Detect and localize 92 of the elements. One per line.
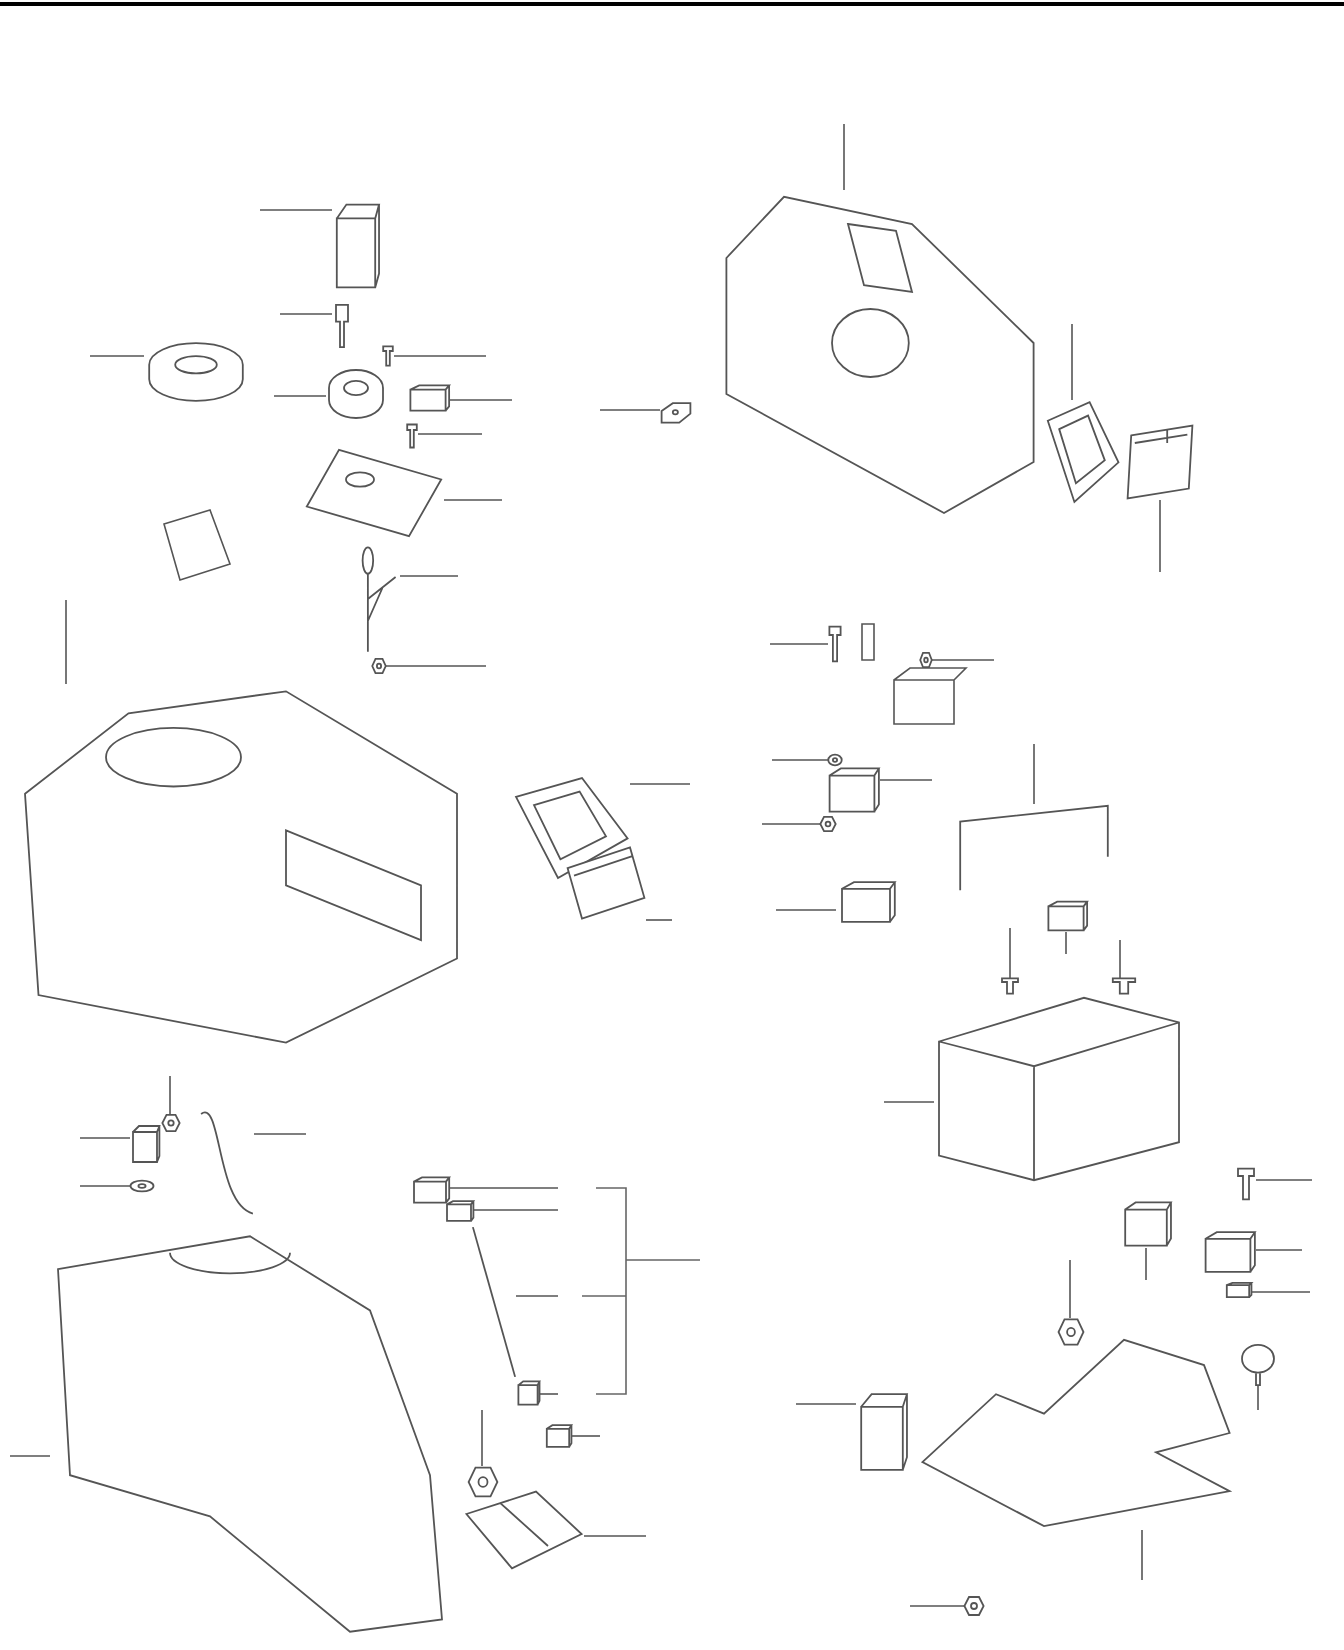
- relay-drawing: [1120, 1200, 1172, 1248]
- leader-line: [273, 395, 327, 397]
- bracket-drawing: [836, 880, 896, 924]
- leader-line: [385, 665, 487, 667]
- leader-line: [1145, 1247, 1147, 1281]
- lever-drawing: [356, 544, 400, 654]
- leader-line: [79, 1185, 131, 1187]
- leader-line: [1069, 1259, 1071, 1319]
- switch-drawing: [824, 766, 880, 814]
- leader-line: [1071, 323, 1073, 401]
- battery-drawing: [934, 994, 1184, 1184]
- leader-line: [9, 1455, 51, 1457]
- knob-drawing: [1238, 1344, 1278, 1386]
- nut-drawing: [820, 816, 836, 832]
- leader-line: [1141, 1529, 1143, 1581]
- screw-drawing: [1236, 1168, 1256, 1200]
- leader-line: [449, 399, 513, 401]
- leader-line: [775, 909, 837, 911]
- fuel-cap-drawing: [144, 336, 248, 408]
- clamp-drawing: [444, 1200, 474, 1222]
- leader-line: [761, 823, 821, 825]
- leader-line: [1119, 939, 1121, 979]
- washer-drawing: [828, 754, 842, 766]
- solenoid-drawing: [856, 1390, 908, 1474]
- tray-drawing: [916, 1336, 1236, 1530]
- leader-line: [539, 1393, 559, 1395]
- leader-line: [645, 919, 673, 921]
- leader-line: [879, 779, 933, 781]
- leader-line: [1255, 1249, 1303, 1251]
- leader-line: [279, 313, 333, 315]
- leader-line: [89, 355, 145, 357]
- pin-drawing: [382, 346, 394, 366]
- leader-line: [1251, 1291, 1311, 1293]
- clamp-drawing: [516, 1380, 540, 1406]
- bolt-drawing: [1110, 978, 1138, 994]
- fuse-holder-drawing: [1200, 1230, 1256, 1274]
- leader-line: [259, 209, 333, 211]
- leader-line: [1257, 1385, 1259, 1411]
- nut-drawing: [372, 658, 386, 674]
- leader-line: [399, 575, 459, 577]
- switch-drawing: [332, 200, 380, 292]
- leader-line: [583, 1535, 647, 1537]
- leader-line: [599, 409, 661, 411]
- leader-line: [1009, 927, 1011, 979]
- lid-drawing: [1124, 424, 1196, 500]
- leader-line: [771, 759, 829, 761]
- elbow-drawing: [544, 1424, 572, 1448]
- leader-line: [769, 643, 829, 645]
- leader-line: [393, 355, 487, 357]
- leader-line: [629, 783, 691, 785]
- leader-line: [253, 1133, 307, 1135]
- screw-drawing: [828, 626, 842, 662]
- leader-line: [883, 1101, 935, 1103]
- key-drawing: [332, 304, 352, 348]
- leader-line: [843, 123, 845, 191]
- heat-shield-drawing: [464, 1490, 584, 1570]
- leader-line: [571, 1435, 601, 1437]
- nut-drawing: [162, 1114, 180, 1132]
- mounting-plate-drawing: [304, 448, 444, 538]
- leader-line: [169, 1075, 171, 1115]
- hose-drawing: [472, 1224, 516, 1380]
- valve-drawing: [130, 1124, 160, 1164]
- grommet-drawing: [1058, 1318, 1084, 1346]
- washer-drawing: [130, 1180, 154, 1192]
- ignition-switch-drawing: [326, 364, 386, 424]
- leader-line: [1255, 1179, 1313, 1181]
- leader-line: [443, 499, 503, 501]
- rocker-switch-drawing: [406, 384, 450, 412]
- leader-line: [1033, 743, 1035, 805]
- leader-line: [417, 433, 483, 435]
- leader-line: [795, 1403, 857, 1405]
- cover-panel-drawing: [566, 846, 646, 920]
- gasket-frame-drawing: [1044, 400, 1120, 504]
- leader-line: [481, 1409, 483, 1467]
- clip-drawing: [660, 398, 692, 424]
- leader-line: [515, 1295, 559, 1297]
- leader-line: [65, 599, 67, 685]
- bolt-drawing: [1000, 978, 1020, 994]
- nut-drawing: [920, 652, 932, 668]
- base-drawing: [1224, 1282, 1252, 1298]
- fitting-drawing: [410, 1176, 450, 1204]
- screw-drawing: [406, 424, 418, 448]
- leader-line: [1159, 499, 1161, 573]
- leader-line: [909, 1605, 965, 1607]
- grommet-drawing: [468, 1466, 498, 1498]
- leader-line: [931, 659, 995, 661]
- leader-line: [473, 1209, 559, 1211]
- leader-line: [79, 1137, 131, 1139]
- leader-line: [449, 1187, 559, 1189]
- terminal-cover-drawing: [1044, 900, 1088, 932]
- leader-line: [1065, 931, 1067, 955]
- nut-drawing: [964, 1596, 984, 1616]
